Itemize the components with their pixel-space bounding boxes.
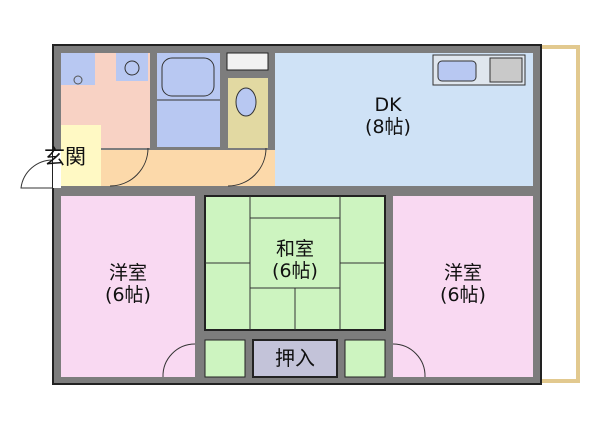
genkan-label: 玄関 — [44, 145, 86, 169]
balcony — [538, 45, 580, 383]
western-left-label: 洋室 (6帖) — [88, 262, 168, 306]
closet-left — [204, 339, 246, 378]
kitchen-sink-icon — [437, 60, 477, 82]
sink-icon — [124, 60, 140, 76]
western-room-right — [393, 196, 533, 377]
drain-icon — [73, 75, 83, 85]
bathtub-icon — [161, 57, 215, 97]
stove-icon — [489, 57, 523, 83]
closet-label: 押入 — [275, 346, 315, 370]
corridor — [101, 150, 275, 186]
toilet-icon — [235, 87, 257, 117]
storage-shelf — [226, 52, 269, 71]
closet-right — [344, 339, 386, 378]
door-swings — [20, 147, 426, 378]
washitsu-name: 和室 — [275, 238, 314, 260]
western-left-name: 洋室 — [108, 262, 147, 284]
western-right-label: 洋室 (6帖) — [423, 262, 503, 306]
western-room-left — [61, 196, 195, 377]
washitsu-label: 和室 (6帖) — [255, 238, 335, 282]
washing-machine-area — [61, 53, 95, 85]
washitsu-size: (6帖) — [272, 260, 318, 282]
western-right-size: (6帖) — [440, 284, 486, 306]
washbasin — [116, 53, 148, 81]
dk-name: DK — [374, 94, 402, 116]
closet-center — [252, 339, 338, 378]
western-left-size: (6帖) — [105, 284, 151, 306]
genkan-floor — [61, 125, 101, 186]
tatami-lines — [205, 196, 385, 330]
entrance-door-opening — [53, 150, 61, 188]
dk-size: (8帖) — [365, 116, 411, 138]
dk-label: DK (8帖) — [353, 94, 423, 138]
western-right-name: 洋室 — [443, 262, 482, 284]
